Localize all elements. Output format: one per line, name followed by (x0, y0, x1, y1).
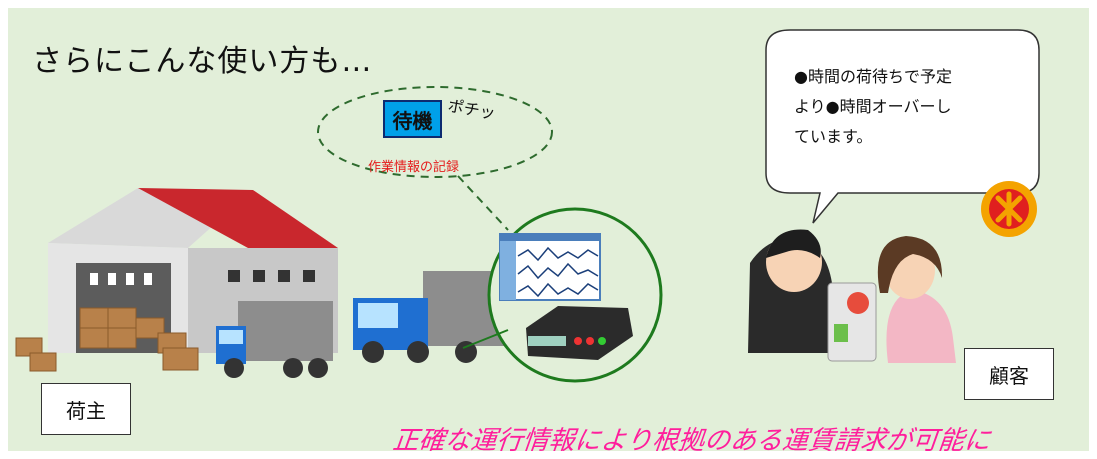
speech-line-1: ●時間の荷待ちで予定 (794, 67, 952, 86)
page-heading: さらにこんな使い方も… (32, 44, 373, 79)
footer-tagline: 正確な運行情報により根拠のある運賃請求が可能に (391, 426, 992, 451)
cargo-boxes (15, 307, 199, 372)
connector-line (462, 329, 509, 349)
angry-mark-icon (981, 181, 1037, 237)
speech-line-3: ています。 (794, 127, 873, 146)
standby-button: 待機 (383, 100, 442, 138)
shipper-label: 荷主 (41, 383, 131, 435)
speech-line-2: より●時間オーバーし (794, 97, 952, 116)
speech-bubble-text: ●時間の荷待ちで予定 より●時間オーバーし ています。 (794, 62, 1026, 152)
thought-cloud (317, 86, 553, 178)
work-record-caption: 作業情報の記録 (368, 160, 460, 175)
speech-bubble-shape (765, 29, 1040, 224)
customer-label: 顧客 (964, 348, 1054, 400)
illustration-panel: さらにこんな使い方も… (8, 8, 1089, 451)
thought-tail (457, 175, 509, 231)
chart-window-image (499, 233, 601, 301)
recorder-device-image (526, 306, 633, 360)
scene-illustration (15, 29, 1040, 383)
truck-image (216, 301, 333, 378)
people-image (748, 229, 956, 363)
